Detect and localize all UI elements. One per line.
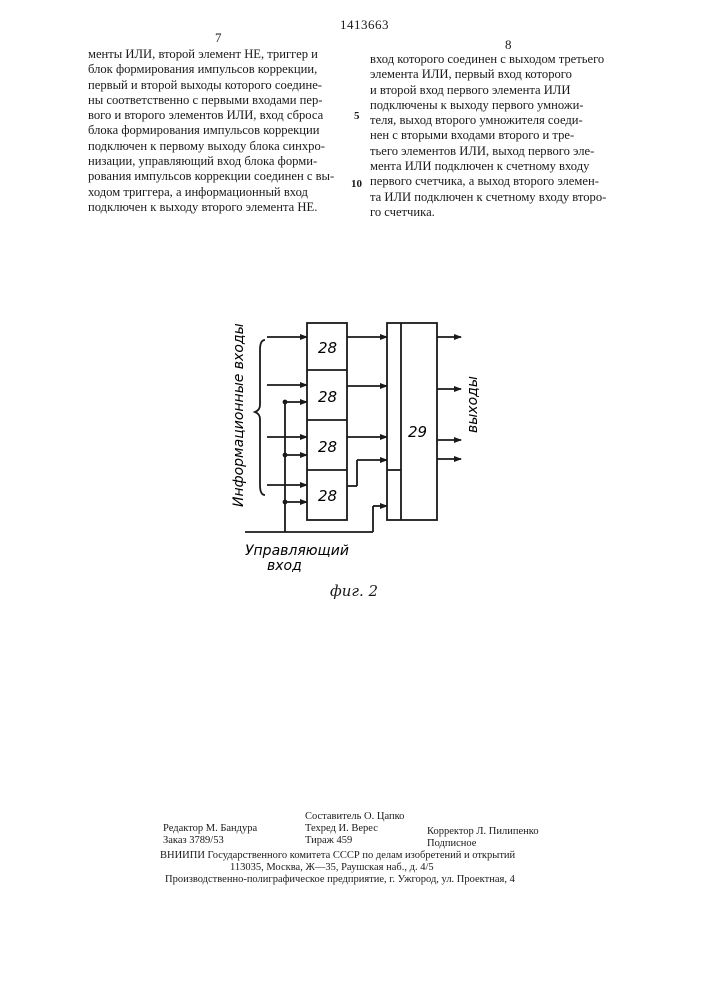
imprint-vniipi: ВНИИПИ Государственного комитета СССР по… xyxy=(160,850,515,863)
text-line: элемента ИЛИ, первый вход которого xyxy=(370,67,637,82)
text-line: рования импульсов коррекции соединен с в… xyxy=(88,169,346,184)
page-number-left: 7 xyxy=(215,30,222,46)
block-29-label: 29 xyxy=(408,423,427,441)
text-line: вход которого соединен с выходом третьег… xyxy=(370,52,637,67)
text-line: подключен к выходу второго элемента НЕ. xyxy=(88,200,346,215)
text-line: и второй вход первого элемента ИЛИ xyxy=(370,83,637,98)
text-line: первого счетчика, а выход второго элемен… xyxy=(370,174,637,189)
block-28-label: 28 xyxy=(318,339,337,357)
imprint-corrector: Корректор Л. Пилипенко xyxy=(427,826,539,839)
control-input-label-line2: вход xyxy=(267,558,302,574)
block-28-label: 28 xyxy=(318,388,337,406)
imprint-editor: Редактор М. Бандура xyxy=(163,823,257,836)
input-brace xyxy=(255,340,265,495)
left-column: менты ИЛИ, второй элемент НЕ, триггер и … xyxy=(88,47,346,215)
text-line: та ИЛИ подключен к счетному входу второ- xyxy=(370,190,637,205)
control-input-label: Управляющий xyxy=(245,543,349,559)
circuit-diagram: 28 28 28 28 29 Информационные входы выхо… xyxy=(215,310,515,580)
page-number-right: 8 xyxy=(505,37,512,53)
text-line: теля, выход второго умножителя соеди- xyxy=(370,113,637,128)
imprint-printing: Производственно-полиграфическое предприя… xyxy=(165,874,515,887)
text-line: блок формирования импульсов коррекции, xyxy=(88,62,346,77)
text-line: низации, управляющий вход блока форми- xyxy=(88,154,346,169)
block-29 xyxy=(387,323,437,520)
text-line: нен с вторыми входами второго и тре- xyxy=(370,128,637,143)
information-inputs-label: Информационные входы xyxy=(231,323,247,507)
imprint-order: Заказ 3789/53 xyxy=(163,835,224,848)
text-line: ходом триггера, а информационный вход xyxy=(88,185,346,200)
block-28-label: 28 xyxy=(318,438,337,456)
right-column: вход которого соединен с выходом третьег… xyxy=(370,52,637,220)
text-line: тьего элементов ИЛИ, выход первого эле- xyxy=(370,144,637,159)
text-line: го счетчика. xyxy=(370,205,637,220)
patent-number: 1413663 xyxy=(340,17,389,33)
imprint-circulation: Тираж 459 xyxy=(305,835,352,848)
imprint-subscription: Подписное xyxy=(427,838,476,851)
line-marker-5: 5 xyxy=(354,110,360,122)
imprint-address: 113035, Москва, Ж—35, Раушская наб., д. … xyxy=(230,862,434,875)
outputs-label: выходы xyxy=(465,376,481,433)
block-28-label: 28 xyxy=(318,487,337,505)
text-line: подключен к первому выходу блока синхро- xyxy=(88,139,346,154)
text-line: блока формирования импульсов коррекции xyxy=(88,123,346,138)
text-line: ны соответственно с первыми входами пер- xyxy=(88,93,346,108)
imprint-techred: Техред И. Верес xyxy=(305,823,378,836)
text-line: мента ИЛИ подключен к счетному входу xyxy=(370,159,637,174)
text-line: вого и второго элементов ИЛИ, вход сброс… xyxy=(88,108,346,123)
imprint-compiler: Составитель О. Цапко xyxy=(305,811,404,824)
line-marker-10: 10 xyxy=(351,178,362,190)
text-line: подключены к выходу первого умножи- xyxy=(370,98,637,113)
figure-caption: фиг. 2 xyxy=(330,582,378,600)
text-line: менты ИЛИ, второй элемент НЕ, триггер и xyxy=(88,47,346,62)
text-line: первый и второй выходы которого соедине- xyxy=(88,78,346,93)
